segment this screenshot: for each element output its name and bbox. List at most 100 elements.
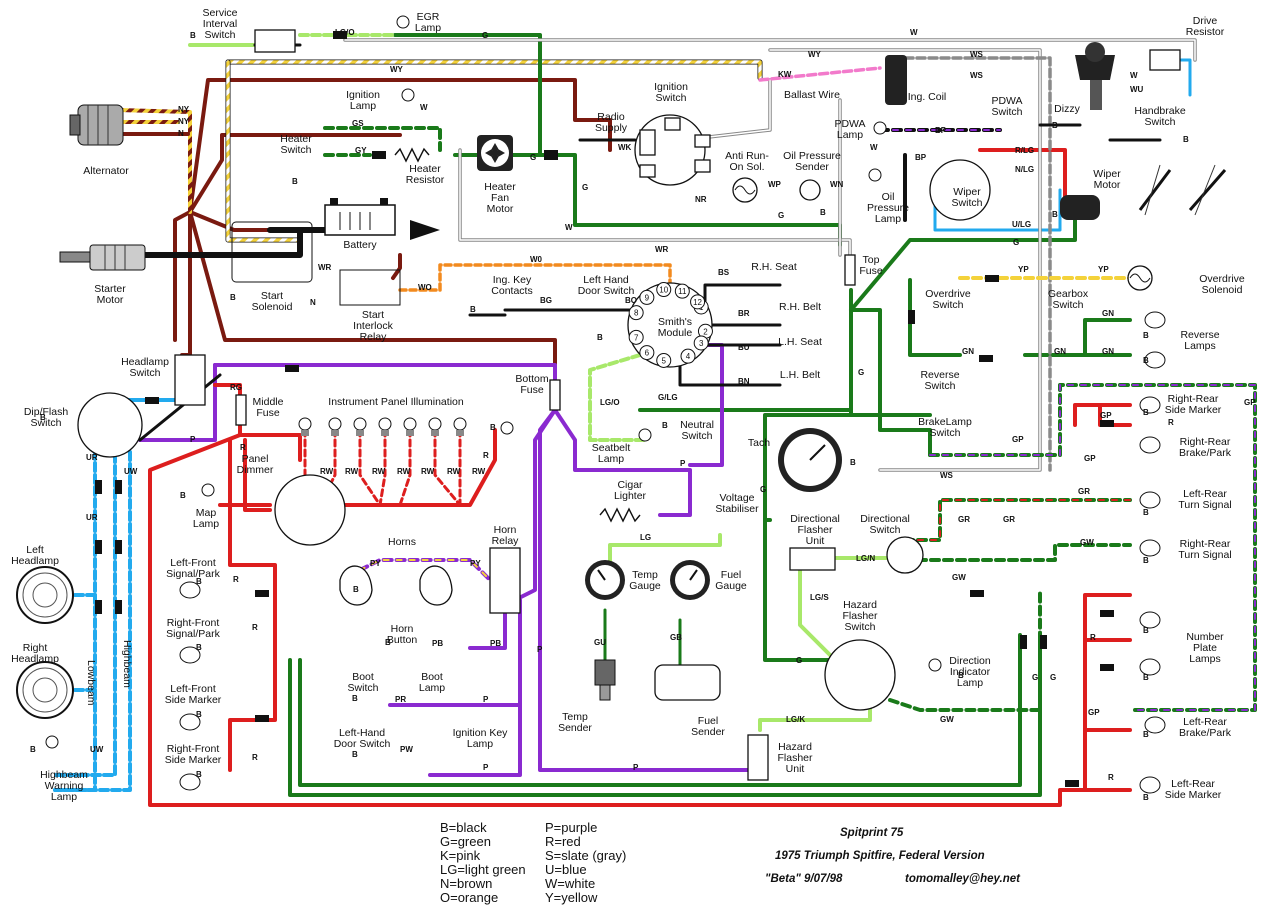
legend-item: LG=light green bbox=[440, 862, 526, 877]
wire-code-label: GY bbox=[355, 146, 367, 155]
wire-code-label: WS bbox=[970, 50, 984, 59]
indicator-lamp-icon bbox=[868, 168, 882, 182]
connector-block bbox=[1065, 780, 1079, 787]
connector-block bbox=[115, 480, 122, 494]
title-line-2: 1975 Triumph Spitfire, Federal Version bbox=[775, 850, 985, 862]
wiper-motor-icon bbox=[1060, 164, 1227, 220]
wire-code-label: UW bbox=[124, 467, 138, 476]
wire-brown-main bbox=[173, 78, 702, 382]
wire-code-label: R bbox=[1090, 633, 1096, 642]
connector-block bbox=[1040, 635, 1047, 649]
wire-code-label: B bbox=[470, 305, 476, 314]
module-pin-circle bbox=[680, 348, 696, 364]
alternator-icon bbox=[69, 104, 124, 146]
wire-code-label: BG bbox=[540, 296, 552, 305]
wire-gw2 bbox=[888, 588, 1042, 712]
panel-lamp-base bbox=[356, 430, 364, 436]
legend-item: G=green bbox=[440, 834, 491, 849]
module-pin-circle bbox=[693, 335, 709, 351]
wire-bs bbox=[703, 283, 782, 312]
connector-block bbox=[985, 275, 999, 282]
wire-code-label: B bbox=[196, 770, 202, 779]
legend-item: Y=yellow bbox=[545, 890, 598, 905]
wire-code-label: PY bbox=[470, 559, 481, 568]
connector-block bbox=[255, 590, 269, 597]
wire-code-label: GB bbox=[670, 633, 682, 642]
module-pin-number: 11 bbox=[678, 287, 687, 296]
wire-code-label: GP bbox=[1088, 708, 1100, 717]
starter-motor-icon bbox=[59, 244, 146, 271]
wire-code-label: N/LG bbox=[1015, 165, 1034, 174]
highbeam-label: Highbeam bbox=[121, 640, 133, 688]
indicator-lamp-icon bbox=[928, 658, 942, 672]
wire-code-label: WY bbox=[808, 50, 822, 59]
module-pin-number: 3 bbox=[699, 339, 704, 348]
directional-flasher-unit-icon bbox=[789, 547, 836, 571]
wire-code-label: R bbox=[252, 623, 258, 632]
distributor-icon bbox=[1075, 42, 1115, 110]
wire-code-label: YP bbox=[1018, 265, 1029, 274]
wire-code-label: P bbox=[680, 459, 686, 468]
panel-lamp-bulb bbox=[378, 417, 392, 431]
lamp-bulb-icon bbox=[1139, 776, 1161, 794]
module-pin-number: 5 bbox=[662, 356, 667, 365]
panel-lamp-base bbox=[456, 430, 464, 436]
wire-code-label: WR bbox=[318, 263, 332, 272]
oil-pressure-sender-icon bbox=[799, 179, 821, 201]
connector-block bbox=[1100, 610, 1114, 617]
wire-code-label: B bbox=[385, 638, 391, 647]
right-headlamp-icon bbox=[16, 661, 74, 719]
wire-code-label: GR bbox=[1078, 487, 1090, 496]
wire-code-label: R bbox=[483, 451, 489, 460]
module-pin-number: 6 bbox=[645, 349, 650, 358]
module-pin-circle bbox=[656, 282, 672, 298]
wire-code-label: B bbox=[292, 177, 298, 186]
wire-code-label: G bbox=[858, 368, 864, 377]
wire-code-label: GW bbox=[1080, 538, 1094, 547]
wire-code-label: R bbox=[1108, 773, 1114, 782]
wire-code-label: R/LG bbox=[1015, 146, 1034, 155]
wire-code-label: RW bbox=[472, 467, 486, 476]
rh-seat-label: R.H. Seat bbox=[751, 261, 797, 273]
wire-code-label: RW bbox=[421, 467, 435, 476]
wire-code-label: B bbox=[196, 643, 202, 652]
wire-code-label: LG bbox=[640, 533, 651, 542]
wire-code-label: G bbox=[796, 656, 802, 665]
horn-relay-icon bbox=[489, 547, 521, 614]
legend-item: O=orange bbox=[440, 890, 498, 905]
ing-coil-label: Ing. Coil bbox=[908, 91, 947, 103]
wire-code-label: B bbox=[1143, 331, 1149, 340]
battery-label: Battery bbox=[343, 239, 377, 251]
wire-code-label: N bbox=[310, 298, 316, 307]
connector-block bbox=[95, 600, 102, 614]
module-pin-number: 8 bbox=[634, 309, 639, 318]
wire-code-label: GR bbox=[1003, 515, 1015, 524]
wire-code-label: PY bbox=[370, 559, 381, 568]
wire-code-label: W bbox=[420, 103, 428, 112]
wire-code-label: P bbox=[633, 763, 639, 772]
rh-belt-label: R.H. Belt bbox=[779, 301, 821, 313]
indicator-lamp-icon bbox=[45, 735, 59, 749]
wire-code-label: B bbox=[958, 671, 964, 680]
legend-item: P=purple bbox=[545, 820, 597, 835]
wire-code-label: B bbox=[1143, 793, 1149, 802]
wire-code-label: B bbox=[30, 745, 36, 754]
dizzy-label: Dizzy bbox=[1054, 103, 1080, 115]
module-pins: 123456789101112 bbox=[628, 282, 713, 368]
